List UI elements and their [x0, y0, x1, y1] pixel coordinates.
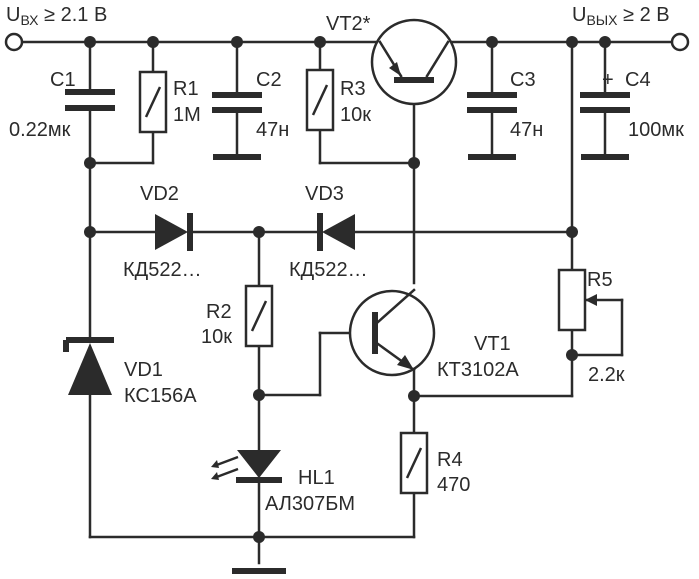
resistor-r1 — [138, 70, 168, 134]
vt2-label: VT2* — [326, 13, 371, 35]
resistor-r3 — [305, 68, 335, 132]
r4-value-label: 470 — [437, 474, 470, 496]
output-voltage-label: UВЫХ ≥ 2 В — [572, 4, 670, 28]
r4-name-label: R4 — [437, 449, 463, 471]
c1-value-label: 0.22мк — [9, 119, 71, 141]
hl1-value-label: АЛ307БМ — [265, 493, 355, 515]
vd2-name-label: VD2 — [140, 183, 179, 205]
transistor-vt2 — [370, 18, 458, 106]
zener-diode-vd1 — [63, 337, 114, 395]
r5-value-label: 2.2к — [588, 364, 625, 386]
capacitor-c2 — [212, 92, 262, 160]
c2-value-label: 47н — [256, 119, 289, 141]
c4-plus-label: + — [602, 69, 614, 91]
capacitor-c4 — [580, 92, 630, 160]
capacitor-c3 — [467, 92, 517, 160]
r2-name-label: R2 — [206, 301, 232, 323]
r3-value-label: 10к — [340, 104, 371, 126]
vt1-value-label: КТ3102А — [437, 359, 519, 381]
output-terminal — [670, 32, 690, 52]
resistor-r2 — [244, 284, 274, 348]
capacitor-c1 — [65, 89, 115, 111]
potentiometer-r5 — [557, 268, 597, 332]
c4-name-label: C4 — [625, 69, 651, 91]
vd3-name-label: VD3 — [305, 183, 344, 205]
diode-vd3 — [317, 213, 355, 251]
r1-value-label: 1M — [173, 104, 201, 126]
led-hl1 — [211, 450, 282, 483]
vt1-name-label: VT1 — [474, 333, 511, 355]
vd1-value-label: КС156А — [124, 385, 197, 407]
c1-name-label: C1 — [50, 69, 76, 91]
resistor-r4 — [399, 431, 429, 495]
r2-value-label: 10к — [201, 326, 232, 348]
r5-name-label: R5 — [587, 269, 613, 291]
c3-value-label: 47н — [510, 119, 543, 141]
input-voltage-label: UВХ ≥ 2.1 В — [6, 4, 107, 28]
vd1-name-label: VD1 — [124, 359, 163, 381]
r3-name-label: R3 — [340, 78, 366, 100]
input-terminal — [4, 32, 24, 52]
junction-dots — [84, 36, 611, 543]
c3-name-label: C3 — [510, 69, 536, 91]
transistor-vt1 — [348, 288, 436, 377]
diode-vd2 — [155, 213, 193, 251]
r1-name-label: R1 — [173, 78, 199, 100]
c4-value-label: 100мк — [628, 119, 684, 141]
hl1-name-label: HL1 — [298, 467, 335, 489]
vd3-value-label: КД522… — [289, 259, 368, 281]
vd2-value-label: КД522… — [123, 259, 202, 281]
c2-name-label: C2 — [256, 69, 282, 91]
